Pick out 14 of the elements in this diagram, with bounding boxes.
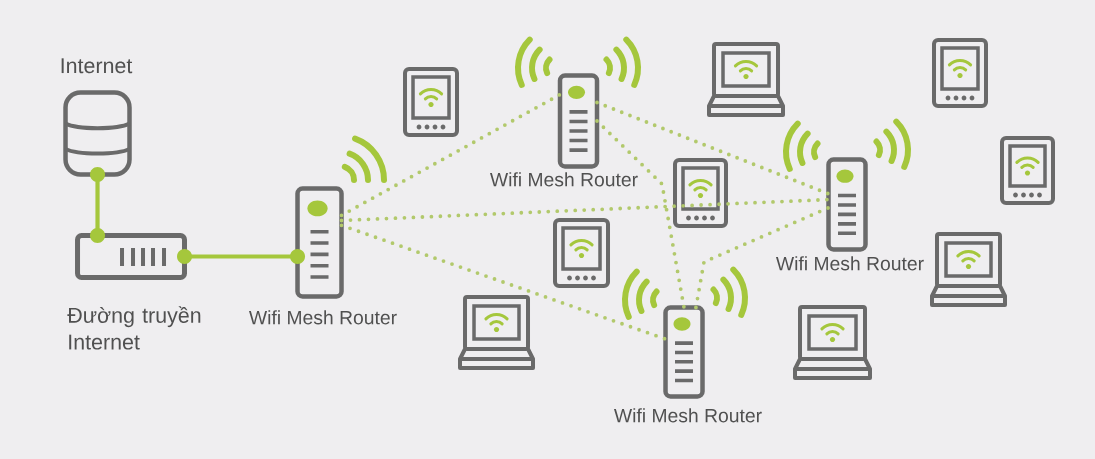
node-label: Wifi Mesh Router [614, 408, 762, 423]
dotted-line [595, 100, 831, 196]
node-label: Đường truyền Internet [67, 306, 201, 350]
dotted-line [339, 92, 562, 218]
dotted-line [339, 223, 668, 341]
node-label: Wifi Mesh Router [490, 172, 638, 187]
node-label: Internet [61, 58, 133, 74]
node-label: Wifi Mesh Router [249, 310, 397, 325]
dotted-line [339, 197, 831, 223]
dotted-line [694, 205, 831, 310]
dotted-line [595, 119, 686, 310]
connector-line [177, 249, 305, 264]
connector-line [90, 167, 105, 243]
node-label: Wifi Mesh Router [776, 256, 924, 271]
